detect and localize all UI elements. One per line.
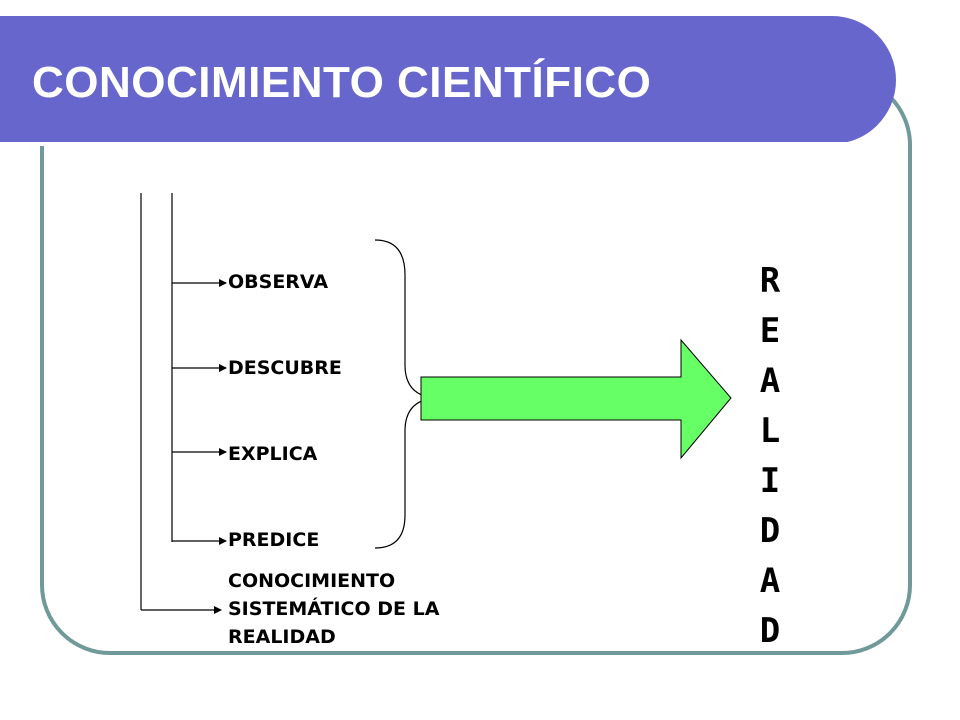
slide-title: CONOCIMIENTO CIENTÍFICO [32, 58, 652, 107]
big-green-arrow [420, 338, 732, 460]
conclusion-text: CONOCIMIENTO SISTEMÁTICO DE LA REALIDAD [228, 567, 488, 651]
conclusion-line-1: CONOCIMIENTO [228, 570, 396, 592]
realidad-letter: L [759, 411, 781, 451]
realidad-letter: D [759, 611, 781, 651]
realidad-letter: A [759, 361, 781, 401]
item-predice: PREDICE [228, 529, 320, 551]
realidad-letter: A [759, 561, 781, 601]
realidad-letter: D [759, 511, 781, 551]
item-descubre: DESCUBRE [228, 357, 342, 379]
slide-frame [40, 75, 912, 655]
conclusion-line-3: REALIDAD [228, 626, 336, 648]
realidad-vertical-word: R E A L I D A D [745, 256, 795, 656]
realidad-letter: R [759, 261, 781, 301]
item-observa: OBSERVA [228, 271, 329, 293]
realidad-letter: I [759, 461, 781, 501]
item-explica: EXPLICA [228, 443, 318, 465]
title-underline [0, 142, 848, 146]
conclusion-line-2: SISTEMÁTICO DE LA [228, 598, 440, 620]
realidad-letter: E [759, 311, 781, 351]
title-bar: CONOCIMIENTO CIENTÍFICO [0, 16, 896, 146]
